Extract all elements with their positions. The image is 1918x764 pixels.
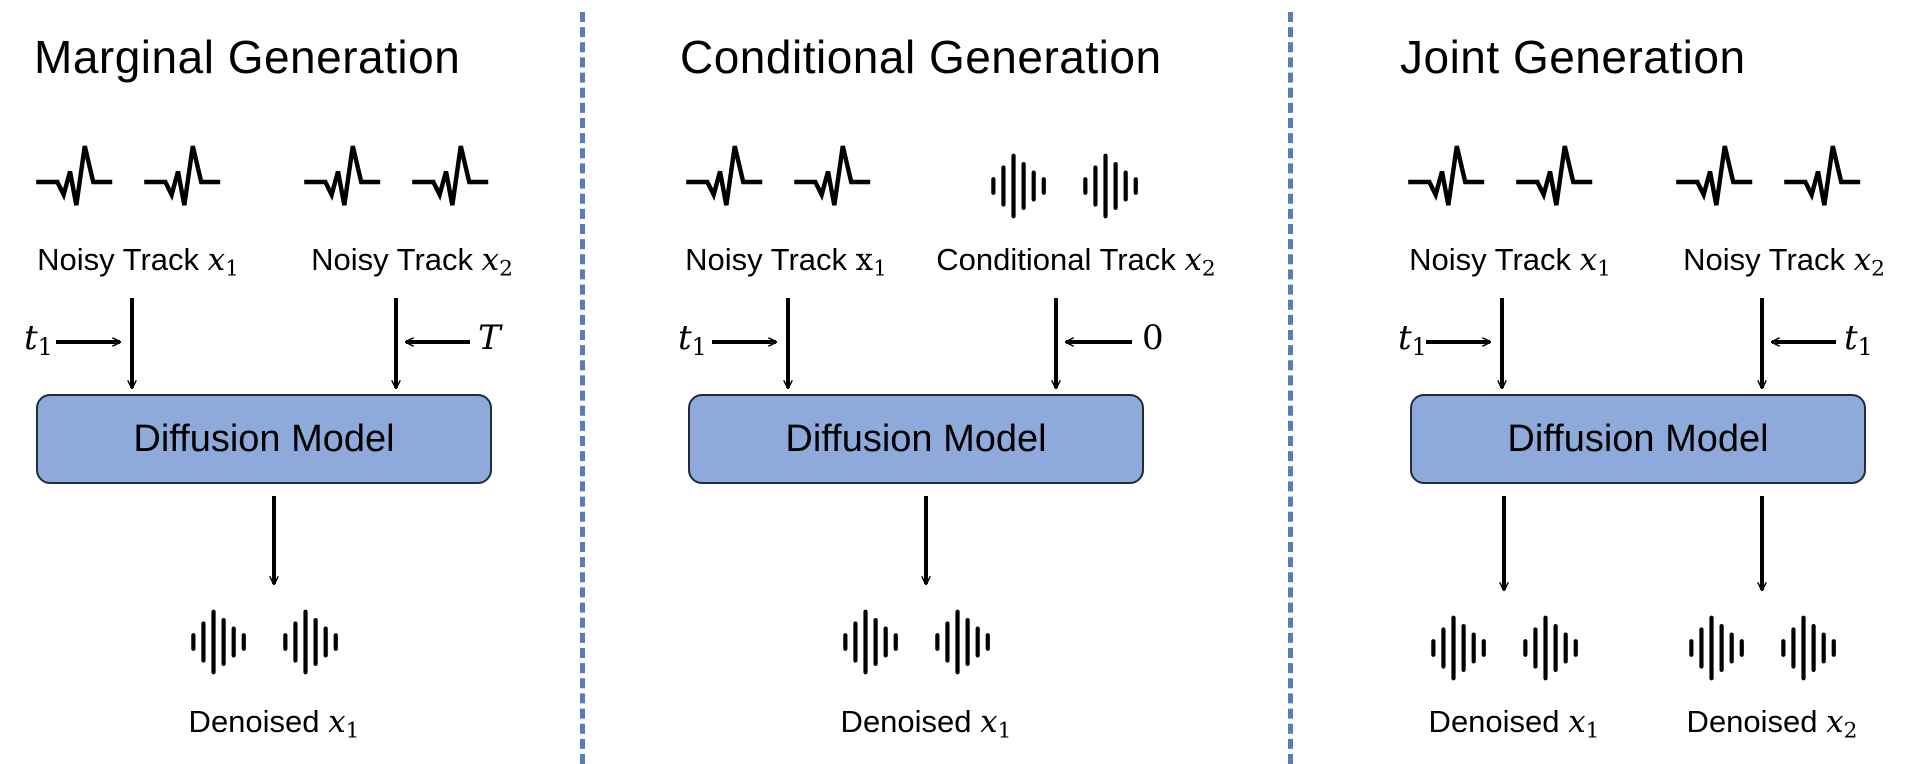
panel-title: Conditional Generation	[680, 31, 1162, 83]
arrows	[712, 298, 1132, 764]
panel-title: Marginal Generation	[34, 31, 461, 83]
input-label-2: Noisy Track x2	[1683, 242, 1885, 282]
input-label-1: Noisy Track x1	[37, 242, 239, 282]
clean-waveform-icon	[842, 602, 1012, 682]
diffusion-model-box: Diffusion Model	[1410, 394, 1866, 484]
arrows	[56, 298, 470, 764]
timestep-label-1: t1	[678, 318, 707, 361]
output-label-2: Denoised x2	[1686, 704, 1858, 744]
input-label-2: Noisy Track x2	[311, 242, 513, 282]
input-label-1: Noisy Track x1	[685, 242, 887, 282]
input-label-2: Conditional Track x2	[936, 242, 1216, 282]
timestep-label-1: t1	[24, 318, 53, 361]
panel-divider	[1288, 12, 1293, 764]
timestep-label-1: t1	[1398, 318, 1427, 361]
clean-waveform-icon	[190, 602, 360, 682]
output-label-1: Denoised x1	[840, 704, 1012, 744]
arrows	[1426, 298, 1836, 764]
clean-waveform-icon	[1430, 608, 1600, 688]
diffusion-model-box: Diffusion Model	[36, 394, 492, 484]
input-label-1: Noisy Track x1	[1409, 242, 1611, 282]
timestep-label-2: T	[478, 318, 501, 358]
clean-waveform-icon	[1688, 608, 1858, 688]
timestep-label-2: 0	[1142, 318, 1164, 358]
conditional-generation-panel: Conditional Generation Noisy Track x1 Co…	[586, 0, 1286, 764]
panel-divider	[580, 12, 585, 764]
marginal-generation-panel: Marginal Generation Noisy Track x1 Noisy…	[0, 0, 580, 764]
output-label-1: Denoised x1	[1428, 704, 1600, 744]
output-label-1: Denoised x1	[188, 704, 360, 744]
panel-title: Joint Generation	[1400, 31, 1746, 83]
timestep-label-2: t1	[1844, 318, 1873, 361]
joint-generation-panel: Joint Generation Noisy Track x1 Noisy Tr…	[1296, 0, 1918, 764]
diffusion-model-box: Diffusion Model	[688, 394, 1144, 484]
